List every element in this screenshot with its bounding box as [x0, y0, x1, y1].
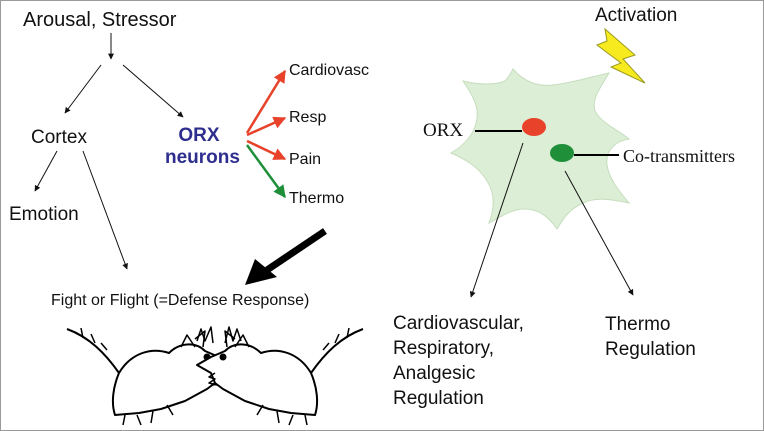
cotransmitter-dot	[550, 144, 574, 162]
fighting-rats-illustration	[66, 326, 364, 426]
orx-neurons-label: ORX neurons	[165, 125, 240, 169]
output-cardiovasc: Cardiovasc	[289, 62, 370, 79]
arrow-to-emotion	[34, 150, 58, 192]
cardio-effect-line4: Regulation	[393, 388, 484, 409]
orx-marker-label: ORX	[423, 120, 464, 141]
orx-output-arrows	[245, 69, 287, 199]
left-rat	[66, 327, 234, 426]
trigger-label: Arousal, Stressor	[23, 9, 177, 31]
spark-left	[196, 326, 214, 344]
arrow-pain	[246, 139, 287, 161]
thermo-effect-line2: Regulation	[605, 339, 696, 360]
cotransmitters-label: Co-transmitters	[623, 146, 735, 166]
cardio-effect-line3: Analgesic	[393, 363, 476, 384]
output-thermo: Thermo	[289, 190, 345, 207]
cortex-label: Cortex	[31, 127, 87, 148]
left-flow-arrows	[34, 33, 184, 270]
lightning-icon	[595, 27, 646, 84]
emotion-label: Emotion	[9, 204, 79, 225]
neuron-cell-body	[449, 68, 631, 230]
activation-label: Activation	[595, 5, 678, 26]
cardio-effect-line2: Respiratory,	[393, 338, 495, 359]
orx-neurons-line2: neurons	[165, 147, 240, 168]
neuron-output-arrows	[469, 142, 634, 298]
arrow-resp	[246, 116, 287, 137]
output-resp: Resp	[289, 109, 327, 126]
output-pain: Pain	[289, 151, 322, 168]
spark-right	[224, 326, 242, 344]
arrow-to-cardio-effect	[469, 142, 524, 298]
orx-dot	[522, 118, 546, 136]
arrow-cortex-to-response	[82, 150, 128, 270]
arrow-cardiovasc	[245, 69, 287, 134]
orx-neurons-line1: ORX	[178, 125, 220, 146]
cardio-effect-line1: Cardiovascular,	[393, 313, 524, 334]
arrow-to-cortex	[64, 64, 102, 114]
fight-or-flight-label: Fight or Flight (=Defense Response)	[51, 292, 310, 309]
thick-arrow	[245, 228, 327, 285]
cardio-effect-label: Cardiovascular, Respiratory, Analgesic R…	[393, 311, 524, 411]
thermo-effect-line1: Thermo	[605, 314, 671, 335]
arrow-thermo	[245, 144, 287, 199]
arrow-to-orx	[122, 64, 184, 118]
thermo-effect-label: Thermo Regulation	[605, 312, 696, 362]
arrow-to-thermo-effect	[564, 170, 634, 296]
right-rat	[196, 327, 364, 426]
